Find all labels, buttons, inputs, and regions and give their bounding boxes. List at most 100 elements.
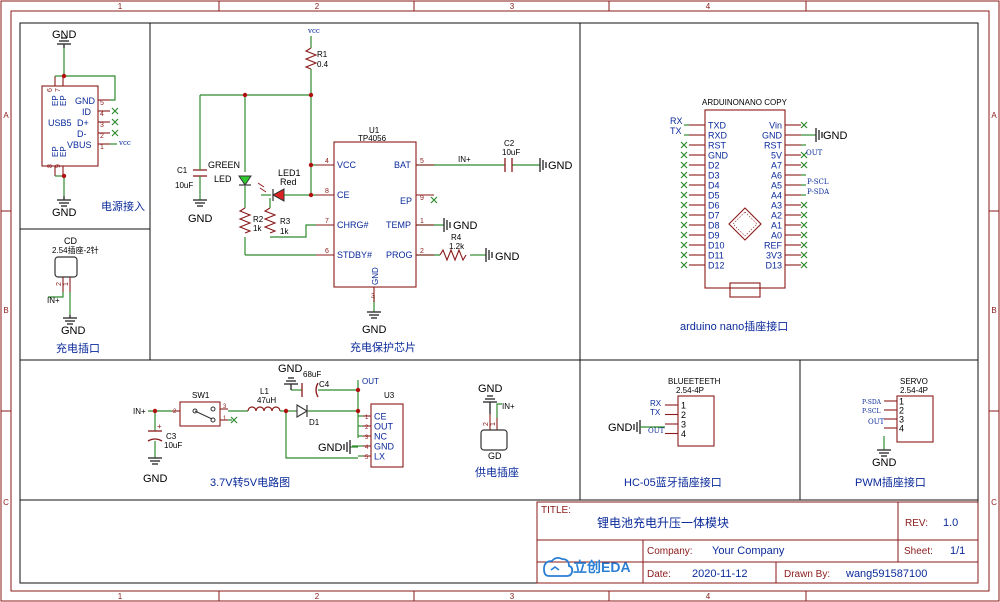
u3-pin-label: LX: [374, 452, 385, 462]
pin-number: 5: [365, 455, 369, 461]
nano-pin-label: 3V3: [766, 251, 782, 261]
servo-pin-number: 2: [899, 406, 904, 416]
gnd-icon: [877, 449, 891, 457]
connector-gd: [480, 429, 508, 451]
part-ref: U1: [369, 126, 380, 135]
nano-pin-label: GND: [762, 131, 783, 141]
pin-number: 2: [100, 133, 104, 140]
gnd-icon: [815, 128, 823, 142]
gnd-icon: [633, 420, 641, 434]
net-label: OUT: [362, 377, 379, 386]
drawn-value: wang591587100: [845, 568, 927, 580]
sheet-label: Sheet:: [904, 546, 933, 557]
section-dividers: [19, 22, 979, 584]
pin-label: BAT: [394, 160, 411, 170]
no-connect-mark: [800, 211, 808, 219]
part-value: 68uF: [303, 370, 321, 379]
net-label: P-SCL: [862, 408, 880, 415]
title-block: [536, 501, 979, 584]
nano-pin-label: A3: [771, 201, 782, 211]
gnd-icon: [148, 457, 162, 465]
pin-number: 1: [420, 218, 424, 225]
pin-number: 9: [55, 164, 62, 168]
part-ref: SW1: [192, 391, 210, 400]
no-connect-mark: [680, 191, 688, 199]
net-label: P-SDA: [862, 399, 882, 406]
pin-number: 2: [420, 248, 424, 255]
gnd-label: GND: [188, 213, 213, 225]
section-label-power-in: 电源接入: [101, 199, 145, 213]
nano-pin-label: Vin: [769, 121, 782, 131]
company-value: Your Company: [712, 545, 785, 557]
no-connect-mark: [800, 161, 808, 169]
gnd-icon: [443, 218, 451, 232]
pin-label: D+: [77, 118, 89, 128]
nano-pin-label: RXD: [708, 131, 728, 141]
pin-number: 3: [223, 404, 227, 410]
row-label: B: [991, 306, 996, 315]
gnd-label: GND: [453, 220, 478, 232]
pin-number: 3: [100, 122, 104, 129]
section-label-charge-port: 充电插口: [56, 341, 100, 355]
led-red-icon: [271, 188, 285, 202]
nano-pin-label: D5: [708, 191, 720, 201]
gnd-label: GND: [608, 422, 633, 434]
part-name: BLUEETEETH: [668, 377, 721, 386]
gnd-icon: [284, 377, 298, 390]
section-label-nano: arduino nano插座接口: [680, 319, 788, 333]
nano-pin-label: D6: [708, 201, 720, 211]
nano-pin-label: A5: [771, 181, 782, 191]
pin-number: 8: [47, 164, 54, 168]
pin-label: CHRG#: [337, 220, 369, 230]
bt-pin-number: 3: [681, 420, 686, 430]
pin-number: 4: [100, 111, 104, 118]
gnd-label: GND: [495, 251, 520, 263]
lceda-logo-text: 立创EDA: [573, 559, 631, 575]
sheet-title: 锂电池充电升压一体模块: [597, 515, 729, 530]
gnd-icon: [57, 196, 71, 207]
gnd-label: GND: [52, 207, 77, 219]
pin-label: VBUS: [67, 140, 92, 150]
no-connect-mark: [680, 201, 688, 209]
pin-label: GND: [75, 96, 96, 106]
net-vcc: vcc: [307, 27, 320, 35]
part-value: 1.2k: [449, 242, 465, 251]
nano-pin-label: D3: [708, 171, 720, 181]
pin-number: 2: [483, 422, 490, 426]
nano-pin-label: D4: [708, 181, 720, 191]
resistor-r2: [238, 207, 252, 234]
net-label: IN+: [133, 407, 146, 416]
part-ref: CD: [64, 236, 77, 246]
part-ref: L1: [260, 387, 269, 396]
no-connect-mark: [800, 151, 808, 159]
sheet-value: 1/1: [950, 545, 965, 557]
part-ref: C3: [166, 432, 177, 441]
pin-number: 4: [365, 445, 369, 451]
no-connect-mark: [680, 231, 688, 239]
nano-pin-label: A0: [771, 231, 782, 241]
gnd-icon: [343, 440, 351, 454]
pin-label: D-: [77, 129, 87, 139]
servo-pin-number: 3: [899, 415, 904, 425]
pin-label: TEMP: [386, 220, 411, 230]
nano-pin-label: D11: [708, 251, 724, 261]
switch-sw1: [179, 401, 221, 427]
date-value: 2020-11-12: [692, 568, 747, 580]
nano-pin-label: A1: [771, 221, 782, 231]
no-connect-mark: [680, 261, 688, 269]
row-label: C: [991, 498, 997, 507]
usb-wires: [55, 48, 117, 196]
bt-pin-number: 4: [681, 429, 686, 439]
nano-pin-label: D9: [708, 231, 720, 241]
no-connect-mark: [680, 211, 688, 219]
part-value: 47uH: [257, 396, 276, 405]
arduino-nano-ic: [704, 109, 786, 289]
gnd-icon: [539, 158, 547, 172]
u3-pin-label: NC: [374, 432, 387, 442]
bt-pin-number: 1: [681, 401, 686, 411]
pin-label: VCC: [337, 160, 357, 170]
u3-pin-label: GND: [374, 442, 395, 452]
nano-pin-label: GND: [708, 151, 729, 161]
part-ref: U3: [384, 391, 395, 400]
